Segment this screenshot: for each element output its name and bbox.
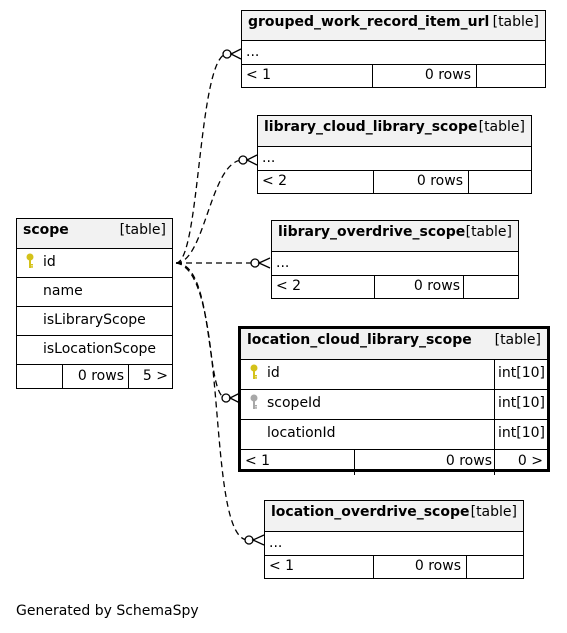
primary-key-icon <box>26 253 34 268</box>
children-count: 0 > <box>517 453 543 469</box>
column-row: ... <box>242 40 545 64</box>
table-tag: [table] <box>494 332 541 348</box>
table-header: library_overdrive_scope [table] <box>272 221 518 251</box>
column-name: id <box>43 254 56 270</box>
table-tag: [table] <box>119 222 166 238</box>
column-name: name <box>43 283 83 299</box>
column-row: ... <box>258 146 531 170</box>
table-footer: < 1 0 rows <box>242 64 545 87</box>
row-count: 0 rows <box>416 173 463 189</box>
crowfoot-libcloud <box>245 154 258 166</box>
table-library-overdrive-scope[interactable]: library_overdrive_scope [table] ... < 2 … <box>271 220 519 299</box>
column-type: int[10] <box>498 395 545 411</box>
table-grouped-work-record-item-url[interactable]: grouped_work_record_item_url [table] ...… <box>241 10 546 88</box>
parents-count: < 2 <box>276 278 302 294</box>
parents-count: < 1 <box>246 67 272 83</box>
table-name: grouped_work_record_item_url <box>248 14 490 30</box>
table-header: location_cloud_library_scope [table] <box>241 329 547 359</box>
table-tag: [table] <box>492 14 539 30</box>
column-row: id <box>17 248 172 277</box>
primary-key-icon <box>250 364 258 379</box>
column-name: isLocationScope <box>43 341 157 357</box>
column-name: scopeId <box>267 395 322 411</box>
crowfoot-loccloud <box>228 392 241 404</box>
table-tag: [table] <box>478 119 525 135</box>
column-type: int[10] <box>498 365 545 381</box>
link-scope-grouped <box>175 53 227 264</box>
ellipsis-row: ... <box>262 150 276 166</box>
table-header: location_overdrive_scope [table] <box>265 501 523 531</box>
column-row: ... <box>265 531 523 555</box>
children-count: 5 > <box>142 368 168 384</box>
row-count: 0 rows <box>424 67 471 83</box>
ellipsis-row: ... <box>276 255 290 271</box>
link-scope-libcloud <box>175 159 243 264</box>
table-header: library_cloud_library_scope [table] <box>258 116 531 146</box>
table-library-cloud-library-scope[interactable]: library_cloud_library_scope [table] ... … <box>257 115 532 194</box>
generated-by-footer: Generated by SchemaSpy <box>16 603 199 619</box>
ellipsis-row: ... <box>269 535 283 551</box>
table-tag: [table] <box>470 504 517 520</box>
table-header: scope [table] <box>17 219 172 248</box>
table-location-cloud-library-scope[interactable]: location_cloud_library_scope [table] id … <box>238 326 550 475</box>
table-footer: < 2 0 rows <box>258 170 531 193</box>
row-count: 0 rows <box>414 558 461 574</box>
table-scope[interactable]: scope [table] id name isLibraryScope isL… <box>16 218 173 389</box>
row-count: 0 rows <box>77 368 124 384</box>
column-row: isLibraryScope <box>17 306 172 335</box>
column-row: ... <box>272 251 518 275</box>
table-name: scope <box>23 222 69 238</box>
crowfoot-grouped <box>229 48 242 60</box>
link-scope-loccloud <box>175 262 227 399</box>
table-name: library_overdrive_scope <box>278 224 466 240</box>
column-row: name <box>17 277 172 306</box>
column-row: locationId int[10] <box>241 419 547 449</box>
ellipsis-row: ... <box>246 44 260 60</box>
table-location-overdrive-scope[interactable]: location_overdrive_scope [table] ... < 1… <box>264 500 524 579</box>
table-tag: [table] <box>465 224 512 240</box>
column-name: id <box>267 365 280 381</box>
table-name: location_cloud_library_scope <box>247 332 472 348</box>
crowfoot-locoverdrive <box>251 534 265 546</box>
parents-count: < 1 <box>269 558 295 574</box>
table-footer: 0 rows 5 > <box>17 364 172 388</box>
column-type: int[10] <box>498 425 545 441</box>
column-row: scopeId int[10] <box>241 389 547 419</box>
column-row: id int[10] <box>241 359 547 389</box>
column-row: isLocationScope <box>17 335 172 364</box>
crowfoot-liboverdrive <box>257 257 271 269</box>
column-name: locationId <box>267 425 336 441</box>
foreign-key-icon <box>250 394 258 409</box>
table-name: library_cloud_library_scope <box>264 119 478 135</box>
link-scope-locoverdrive <box>175 262 249 541</box>
table-footer: < 1 0 rows 0 > <box>241 449 547 475</box>
parents-count: < 1 <box>245 453 271 469</box>
table-footer: < 2 0 rows <box>272 275 518 298</box>
parents-count: < 2 <box>262 173 288 189</box>
column-name: isLibraryScope <box>43 312 146 328</box>
row-count: 0 rows <box>445 453 492 469</box>
table-header: grouped_work_record_item_url [table] <box>242 11 545 40</box>
table-name: location_overdrive_scope <box>271 504 470 520</box>
table-footer: < 1 0 rows <box>265 555 523 578</box>
row-count: 0 rows <box>413 278 460 294</box>
